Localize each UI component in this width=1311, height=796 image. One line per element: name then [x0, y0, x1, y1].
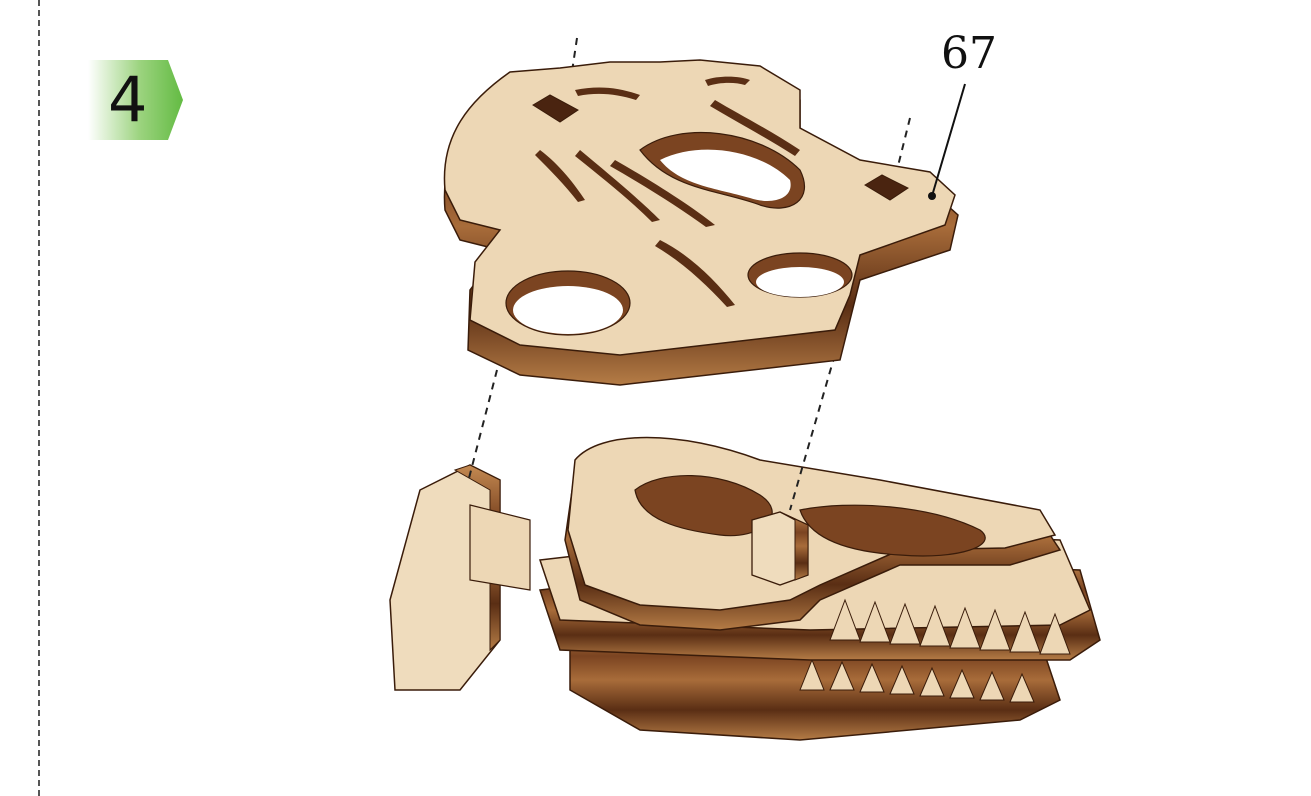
top-skull-plate-part — [444, 60, 958, 385]
bottom-skull-assembly — [390, 438, 1100, 741]
